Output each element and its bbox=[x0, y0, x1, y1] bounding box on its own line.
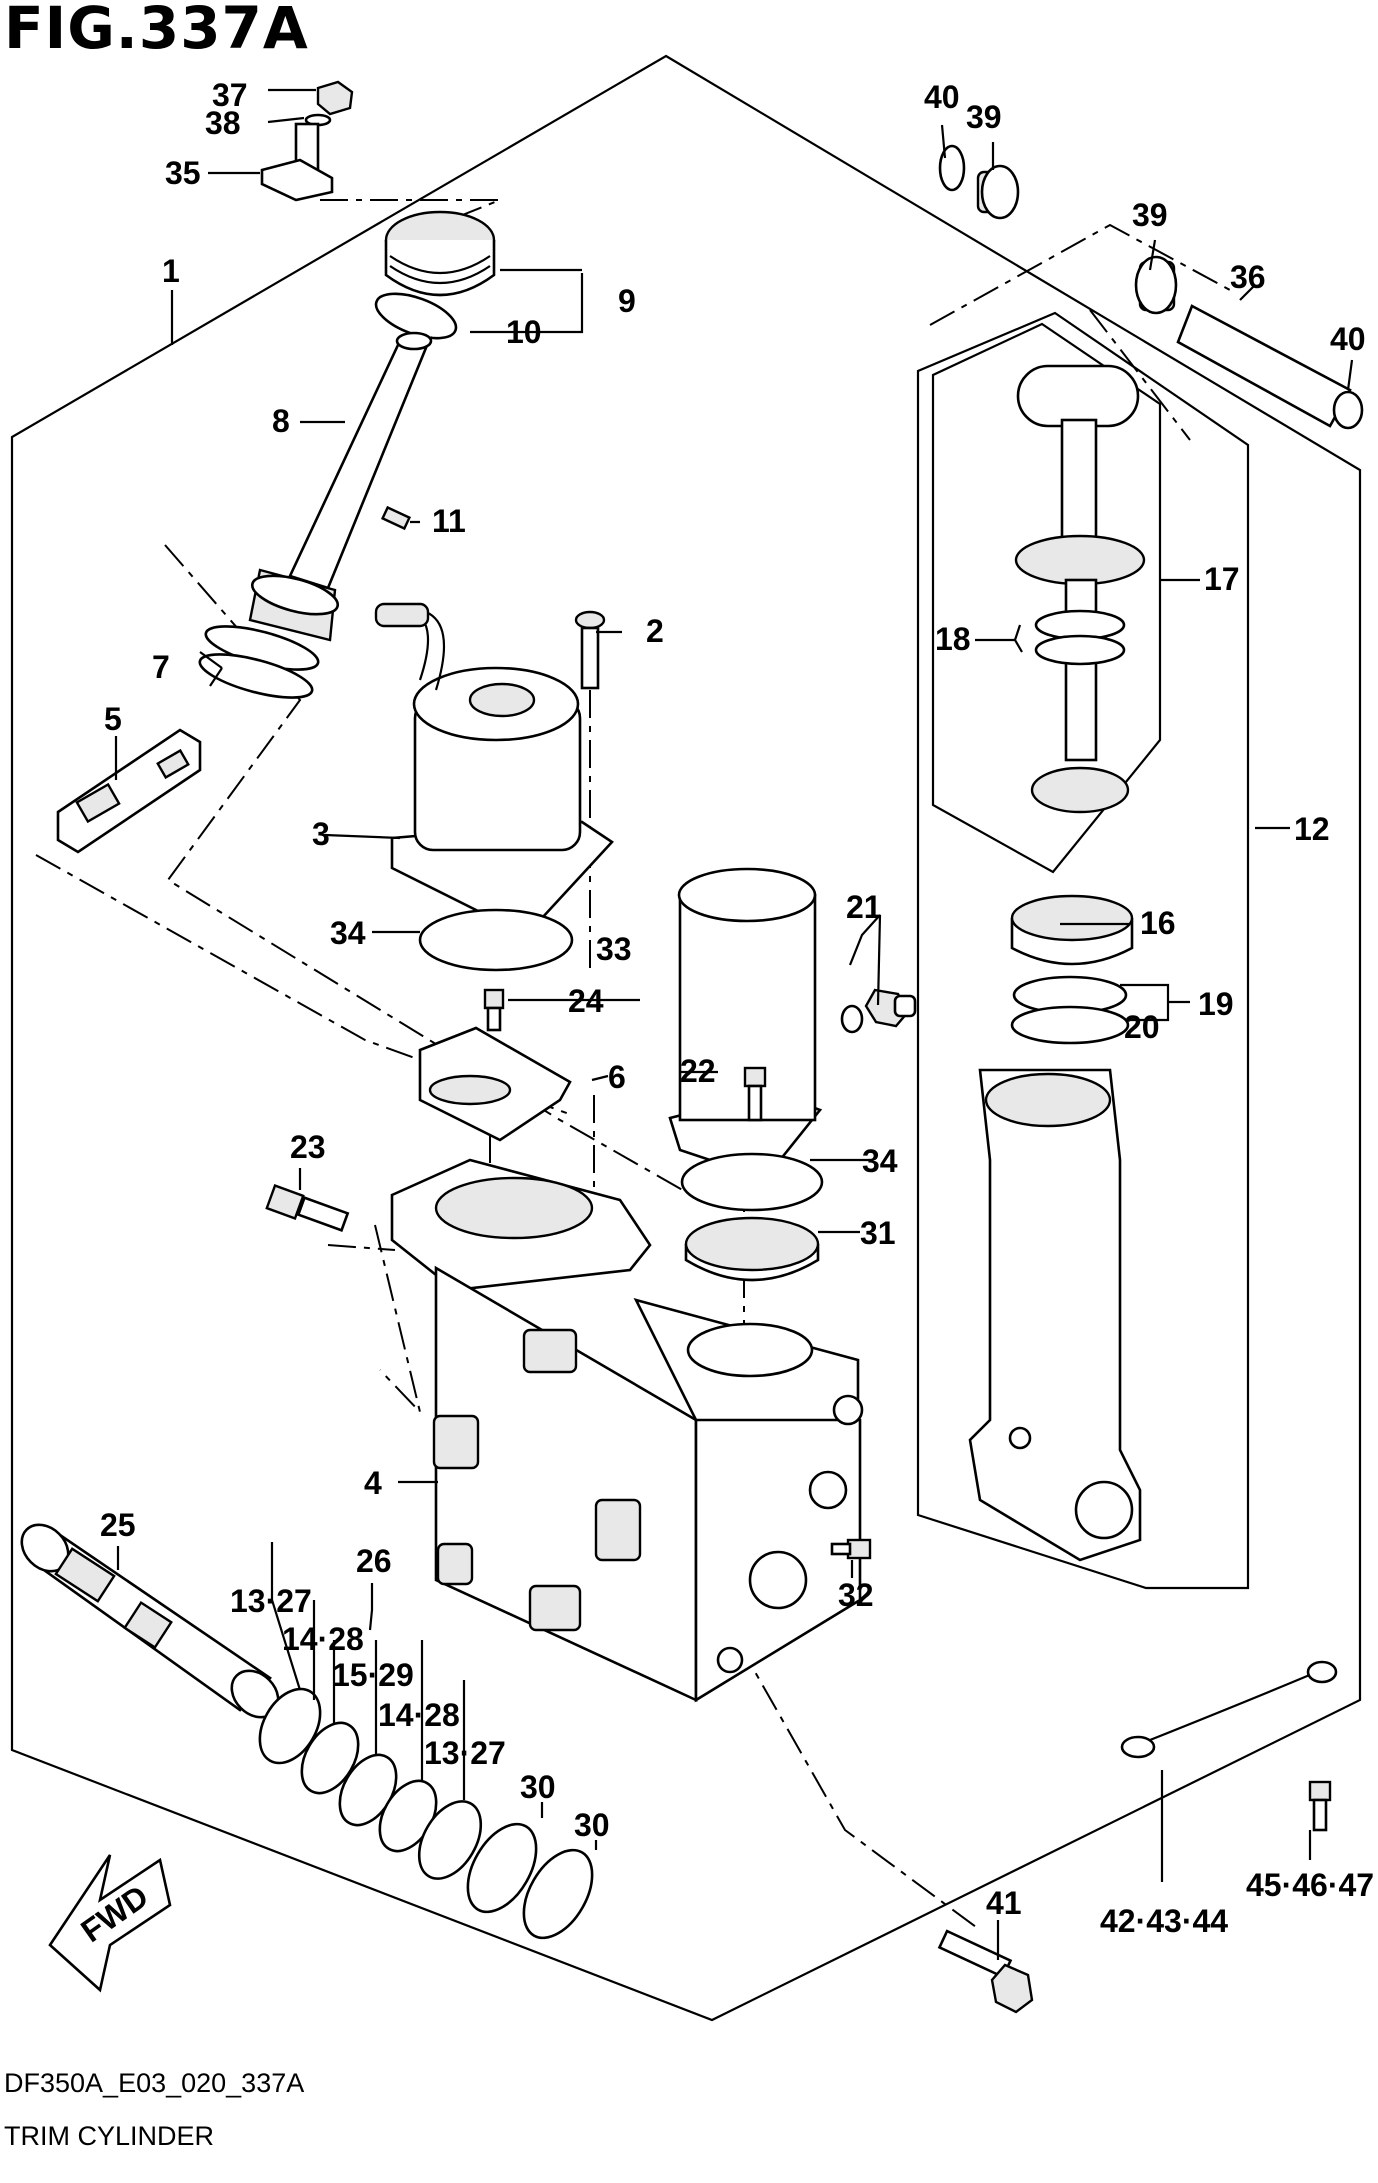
label-30-a: 30 bbox=[520, 1769, 556, 1805]
label-38: 38 bbox=[205, 105, 241, 141]
label-6: 6 bbox=[608, 1059, 626, 1095]
reservoir-bolt bbox=[743, 1066, 767, 1122]
label-14-28-b: 14·28 bbox=[378, 1697, 460, 1733]
label-9: 9 bbox=[618, 283, 636, 319]
label-23: 23 bbox=[290, 1129, 326, 1165]
label-10: 10 bbox=[506, 314, 542, 350]
assembly-outline bbox=[10, 54, 1362, 2022]
label-8: 8 bbox=[272, 403, 290, 439]
label-33: 33 bbox=[596, 931, 632, 967]
bleed-screw bbox=[830, 1538, 872, 1560]
label-13-27-b: 13·27 bbox=[424, 1735, 506, 1771]
label-34-top: 34 bbox=[330, 915, 366, 951]
rod-seal-lower bbox=[1034, 634, 1126, 666]
fitting-part bbox=[265, 1184, 350, 1232]
label-36: 36 bbox=[1230, 259, 1266, 295]
motor-o-ring bbox=[418, 908, 574, 972]
pivot-shaft bbox=[20, 1523, 280, 1719]
label-31: 31 bbox=[860, 1215, 896, 1251]
label-45-46-47: 45·46·47 bbox=[1246, 1867, 1374, 1903]
trim-cylinder-body bbox=[968, 1068, 1142, 1562]
tilt-tube bbox=[248, 331, 433, 642]
label-22: 22 bbox=[680, 1053, 716, 1089]
trim-motor bbox=[374, 602, 614, 920]
label-12: 12 bbox=[1294, 811, 1330, 847]
label-11: 11 bbox=[432, 503, 466, 539]
valve-part bbox=[56, 728, 202, 854]
cylinder-outline bbox=[916, 311, 1250, 1590]
label-3: 3 bbox=[312, 816, 330, 852]
small-pin bbox=[380, 505, 412, 531]
label-37: 37 bbox=[212, 77, 248, 113]
label-26: 26 bbox=[356, 1543, 392, 1579]
cap-ring-lower bbox=[1010, 1005, 1130, 1045]
diagram-name: TRIM CYLINDER bbox=[4, 2121, 215, 2151]
fwd-arrow-icon: FWD bbox=[48, 1854, 172, 1993]
reservoir-o-ring bbox=[680, 1152, 824, 1212]
reservoir-seal bbox=[684, 1216, 820, 1282]
label-21: 21 bbox=[846, 889, 882, 925]
bushing-rings bbox=[258, 1687, 594, 1940]
label-19: 19 bbox=[1198, 986, 1234, 1022]
label-34-mid: 34 bbox=[862, 1143, 898, 1179]
label-5: 5 bbox=[104, 701, 122, 737]
label-40-right: 40 bbox=[1330, 321, 1366, 357]
label-42-43-44: 42·43·44 bbox=[1100, 1903, 1228, 1939]
label-32: 32 bbox=[838, 1577, 874, 1613]
label-16: 16 bbox=[1140, 905, 1176, 941]
label-24: 24 bbox=[568, 983, 604, 1019]
cylinder-cap bbox=[1010, 894, 1134, 966]
motor-bolt bbox=[574, 610, 606, 690]
piston-outline bbox=[931, 322, 1162, 874]
reservoir-cap bbox=[384, 210, 496, 297]
label-18: 18 bbox=[935, 621, 971, 657]
pin-bolt-part bbox=[260, 80, 354, 202]
bottom-bolt bbox=[937, 1929, 1034, 2014]
label-25: 25 bbox=[100, 1507, 136, 1543]
label-1: 1 bbox=[162, 253, 180, 289]
label-35: 35 bbox=[165, 155, 201, 191]
filter-screw bbox=[483, 988, 505, 1032]
diagram-code: DF350A_E03_020_337A bbox=[4, 2068, 305, 2098]
seal-ring-lower bbox=[198, 653, 314, 699]
label-30-b: 30 bbox=[574, 1807, 610, 1843]
pivot-bushings bbox=[938, 144, 1364, 430]
label-4: 4 bbox=[364, 1465, 382, 1501]
label-39-top: 39 bbox=[966, 99, 1002, 135]
figure-title: FIG.337A bbox=[4, 0, 309, 62]
plug-part bbox=[840, 988, 917, 1034]
piston-rod bbox=[1014, 364, 1146, 814]
ground-wire bbox=[1120, 1660, 1338, 1832]
label-7: 7 bbox=[152, 649, 170, 685]
label-17: 17 bbox=[1204, 561, 1240, 597]
label-13-27-a: 13·27 bbox=[230, 1583, 312, 1619]
part-labels: 37 38 35 40 39 39 36 40 1 9 10 8 11 17 1… bbox=[100, 77, 1374, 1939]
gear-plate bbox=[418, 1026, 572, 1142]
label-15-29: 15·29 bbox=[332, 1657, 414, 1693]
label-40-top: 40 bbox=[924, 79, 960, 115]
pump-body bbox=[390, 1158, 864, 1703]
label-41: 41 bbox=[986, 1885, 1022, 1921]
label-20: 20 bbox=[1124, 1009, 1160, 1045]
reservoir-cylinder bbox=[668, 867, 823, 1172]
leader-lines bbox=[114, 88, 1354, 1960]
label-2: 2 bbox=[646, 613, 664, 649]
label-14-28-a: 14·28 bbox=[282, 1621, 364, 1657]
label-39-right: 39 bbox=[1132, 197, 1168, 233]
